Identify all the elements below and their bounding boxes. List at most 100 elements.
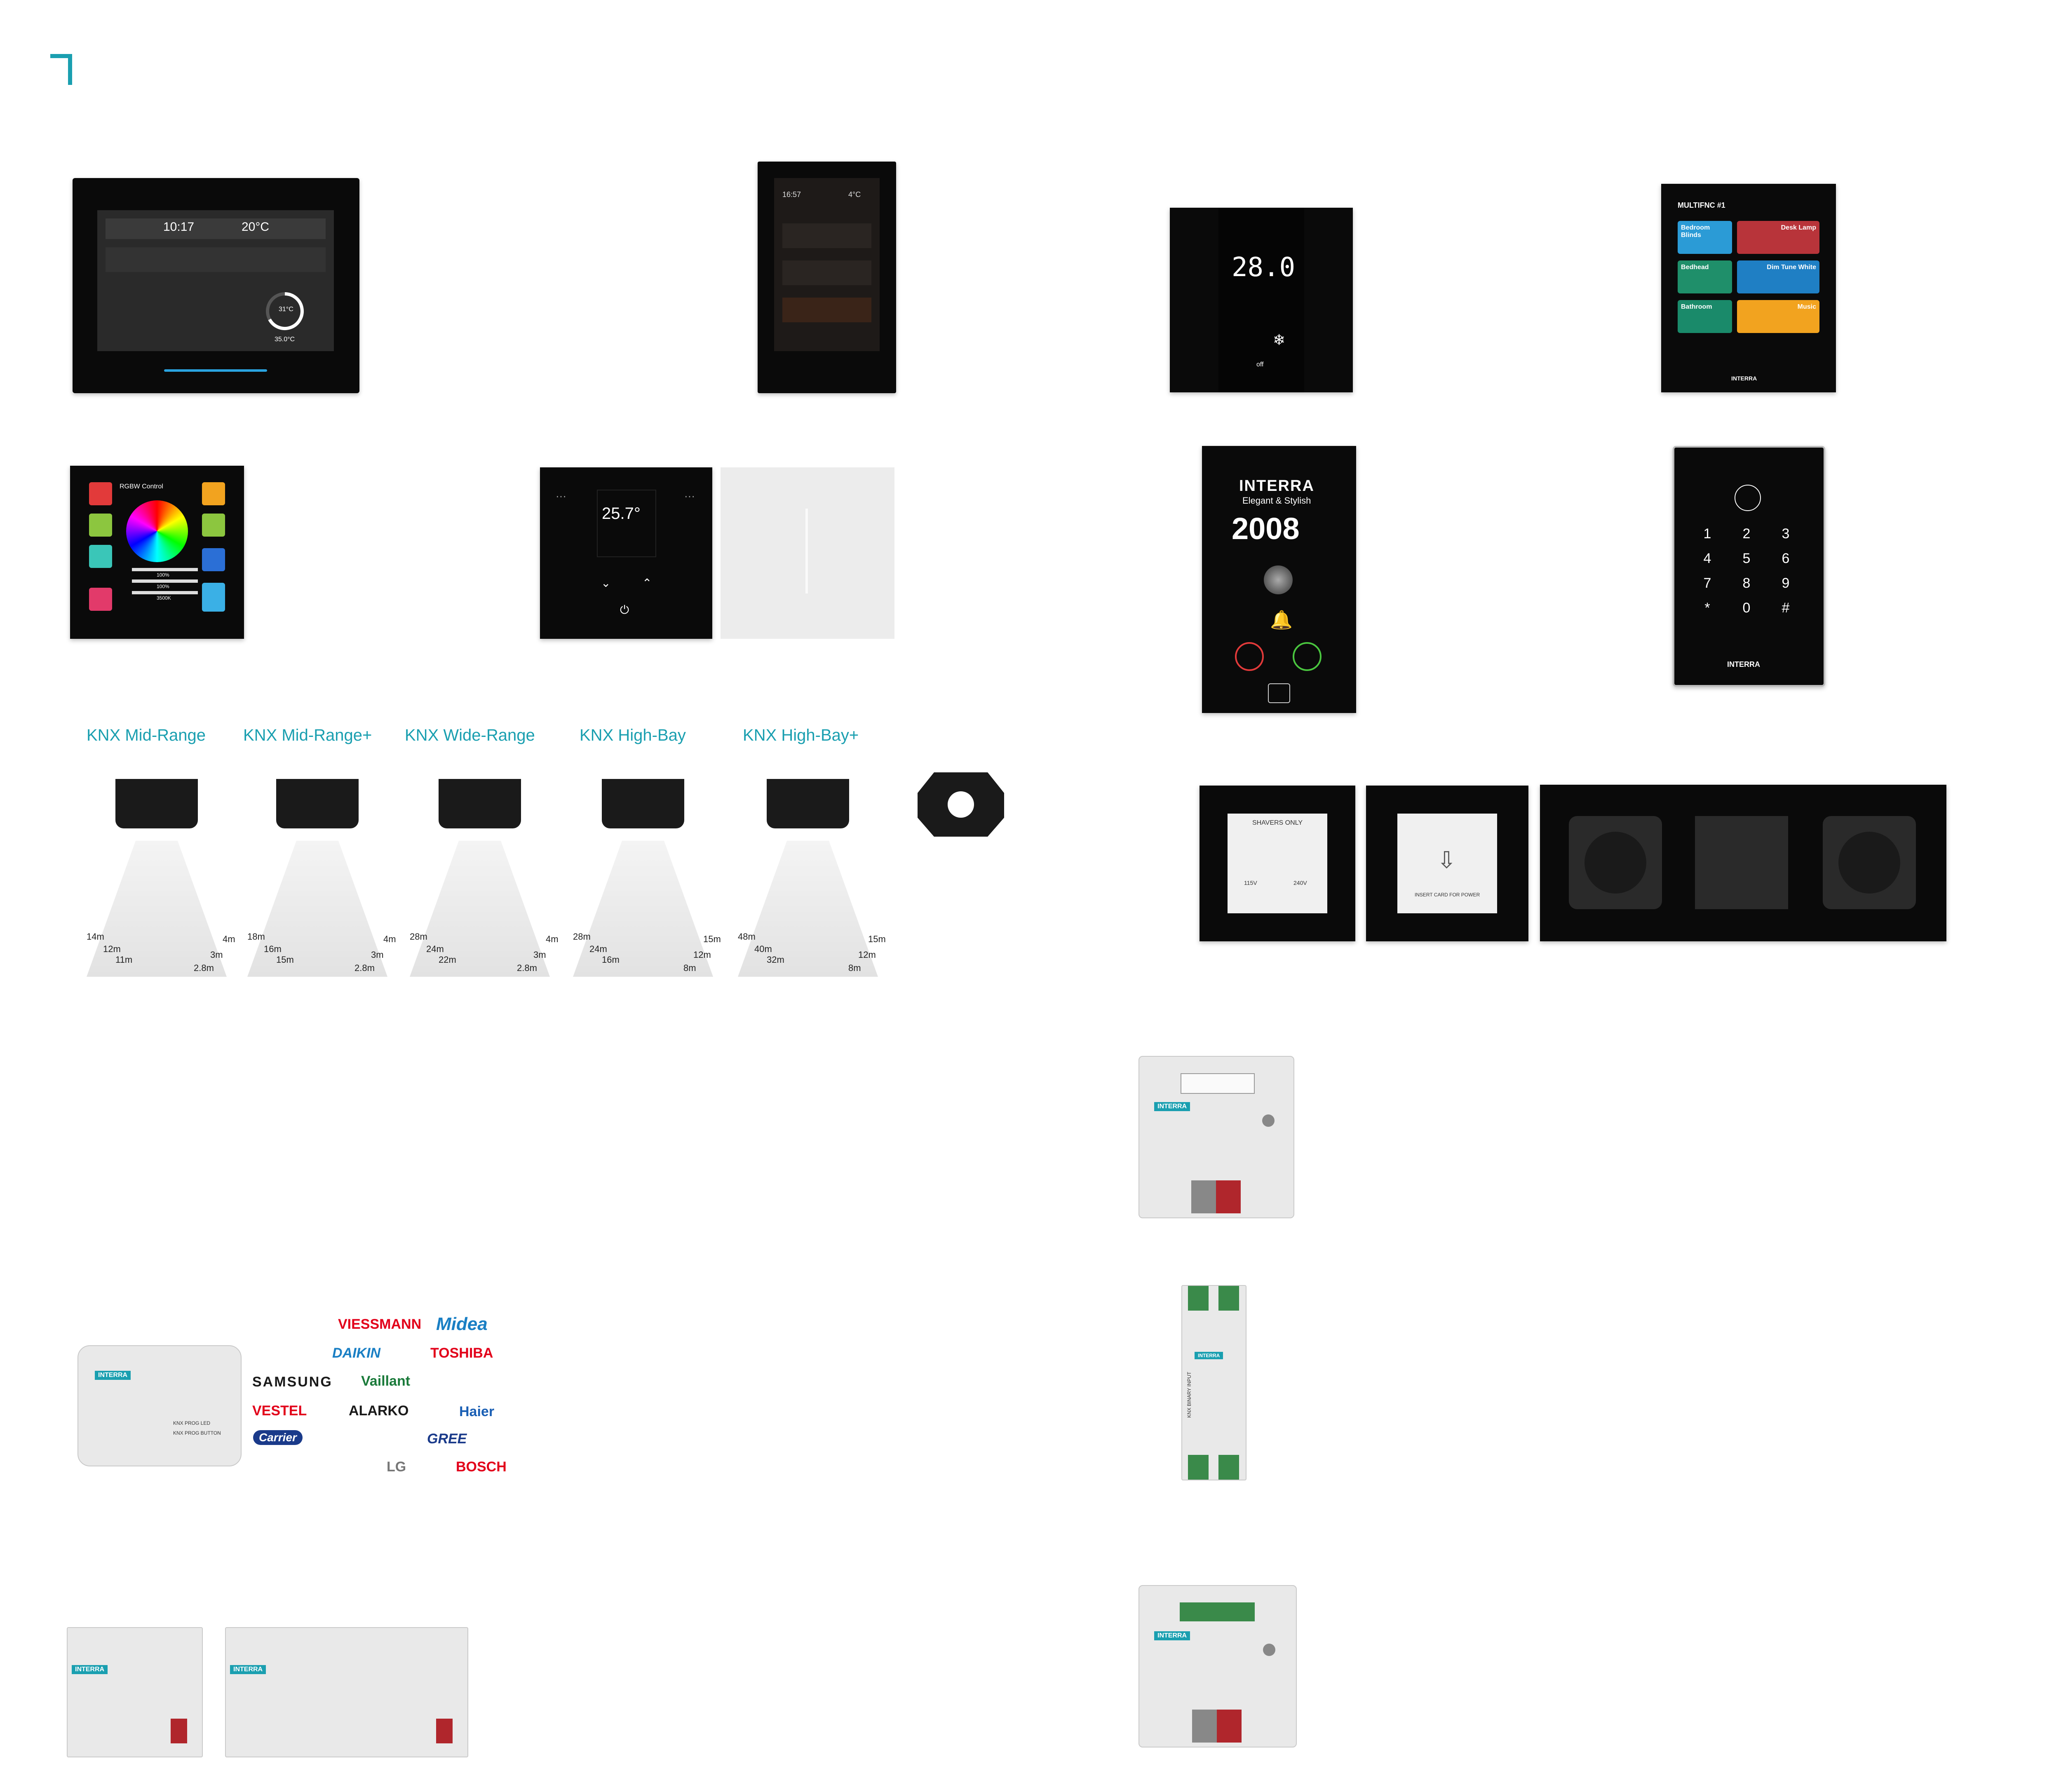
range-label: 15m: [868, 934, 886, 944]
detection-cone: [573, 841, 713, 977]
rgbw-slider-1[interactable]: [132, 568, 198, 571]
logo-lg: LG: [387, 1459, 406, 1475]
range-label: 22m: [439, 955, 456, 965]
key-7[interactable]: 7: [1703, 575, 1711, 591]
terminal-green: [1218, 1455, 1239, 1480]
range-label: 48m: [738, 931, 756, 942]
sensor-mid-range-plus: 18m 16m 15m 4m 3m 2.8m: [247, 779, 396, 985]
chevron-up-icon[interactable]: ⌃: [642, 577, 652, 589]
din-label: KNX BINARY INPUT: [1186, 1372, 1192, 1418]
shaver-title: SHAVERS ONLY: [1252, 819, 1303, 826]
prog-button[interactable]: [1262, 1114, 1275, 1127]
logo-carrier: Carrier: [253, 1430, 303, 1445]
multifunction-title: MULTIFNC #1: [1678, 201, 1725, 209]
rgbw-tile-green[interactable]: [89, 514, 112, 537]
key-1[interactable]: 1: [1703, 526, 1711, 542]
range-label: 3m: [533, 950, 546, 960]
temperature-gauge[interactable]: [262, 289, 308, 334]
bus-connector-grey: [1192, 1710, 1217, 1743]
temperature-readout: 20°C: [242, 220, 270, 234]
detection-cone: [87, 841, 227, 977]
logo-viessmann: VIESSMANN: [338, 1316, 422, 1332]
corner-bracket-icon: [50, 54, 72, 85]
rfid-icon: [1268, 683, 1290, 703]
make-up-room-icon[interactable]: [1293, 642, 1322, 671]
tile-bathroom[interactable]: Bathroom: [1678, 300, 1732, 333]
dots-icon: ···: [556, 490, 566, 502]
actuator-brand: INTERRA: [230, 1665, 266, 1674]
chevron-down-icon[interactable]: ⌄: [601, 577, 611, 589]
blind-control-2[interactable]: [782, 260, 871, 285]
doorbell-button[interactable]: [1264, 565, 1293, 594]
multifunction-panel: MULTIFNC #1 Bedroom Blinds Desk Lamp Bed…: [1661, 184, 1836, 392]
key-3[interactable]: 3: [1782, 526, 1790, 542]
fan-temperature: 25.7°: [602, 504, 641, 523]
blind-control-1[interactable]: [782, 223, 871, 248]
tile-bedhead[interactable]: Bedhead: [1678, 260, 1732, 293]
card-holder[interactable]: ⇩ INSERT CARD FOR POWER: [1397, 814, 1497, 913]
rgbw-slider-2[interactable]: [132, 579, 198, 583]
tile-dim-tune-white[interactable]: Dim Tune White: [1737, 260, 1819, 293]
logo-vaillant: Vaillant: [361, 1373, 411, 1389]
fingerprint-icon[interactable]: [1735, 485, 1761, 511]
key-2[interactable]: 2: [1742, 526, 1751, 542]
rgbw-tile-cyan[interactable]: [89, 545, 112, 568]
shaver-socket: SHAVERS ONLY 115V 240V: [1228, 814, 1327, 913]
rgbw-slider-3[interactable]: [132, 591, 198, 594]
prog-button[interactable]: [1263, 1644, 1275, 1656]
power-icon[interactable]: ⏻: [620, 603, 629, 616]
range-label: 2.8m: [517, 963, 537, 973]
rgbw-panel: RGBW Control 100% 100% 3500K: [70, 466, 244, 639]
tile-music[interactable]: Music: [1737, 300, 1819, 333]
bell-icon: 🔔: [1270, 610, 1293, 630]
white-slider[interactable]: [805, 509, 808, 593]
module-brand: INTERRA: [1154, 1102, 1190, 1111]
white-switch: [721, 467, 894, 639]
range-label: 15m: [276, 955, 294, 965]
range-label: 4m: [223, 934, 235, 944]
dnd-icon[interactable]: [1235, 642, 1264, 671]
knx-flush-module-1: INTERRA: [1138, 1056, 1294, 1218]
key-5[interactable]: 5: [1742, 551, 1751, 566]
logo-toshiba: TOSHIBA: [430, 1345, 493, 1361]
detection-cone: [247, 841, 387, 977]
sensor-body: [602, 779, 684, 828]
rgbw-tile-sky[interactable]: [202, 583, 225, 612]
rgbw-tile-lime[interactable]: [202, 514, 225, 537]
scene-row[interactable]: [106, 247, 326, 272]
logo-alarko: ALARKO: [349, 1403, 409, 1419]
key-9[interactable]: 9: [1782, 575, 1790, 591]
range-label: 2.8m: [354, 963, 375, 973]
tile-desk-lamp[interactable]: Desk Lamp: [1737, 221, 1819, 254]
key-0[interactable]: 0: [1742, 600, 1751, 616]
rgbw-tile-blue[interactable]: [202, 548, 225, 571]
key-6[interactable]: 6: [1782, 551, 1790, 566]
terminal-block-green: [1180, 1602, 1255, 1621]
rgbw-tile-pink[interactable]: [89, 588, 112, 611]
logo-midea: Midea: [436, 1314, 488, 1334]
tile-bedroom-blinds[interactable]: Bedroom Blinds: [1678, 221, 1732, 254]
logo-haier: Haier: [459, 1404, 495, 1419]
sensor-high-bay: 28m 24m 16m 15m 12m 8m: [573, 779, 721, 985]
rgbw-title: RGBW Control: [120, 483, 163, 490]
color-wheel[interactable]: [126, 500, 188, 562]
bus-connector-grey: [1191, 1180, 1216, 1213]
key-hash[interactable]: #: [1782, 600, 1790, 616]
range-label: 16m: [264, 944, 282, 954]
snowflake-icon[interactable]: ❄: [1273, 331, 1286, 348]
rgbw-tile-red[interactable]: [89, 482, 112, 505]
key-8[interactable]: 8: [1742, 575, 1751, 591]
thermostat-switch: 28.0 ❄ off: [1170, 208, 1353, 392]
status-bar: [106, 218, 326, 239]
range-label: 28m: [410, 931, 427, 942]
blind-control-3[interactable]: [782, 298, 871, 322]
schuko-socket-left: [1569, 816, 1662, 909]
key-star[interactable]: *: [1704, 600, 1710, 616]
shaver-right-voltage: 240V: [1293, 880, 1307, 886]
rgbw-tile-orange[interactable]: [202, 482, 225, 505]
thermostat-temperature: 28.0: [1232, 252, 1296, 283]
key-4[interactable]: 4: [1703, 551, 1711, 566]
knx-flush-module-2: INTERRA: [1138, 1585, 1297, 1747]
hotel-brand: INTERRA: [1239, 477, 1315, 495]
touch-panel-landscape: 10:17 20°C 31°C 35.0°C: [73, 178, 359, 393]
